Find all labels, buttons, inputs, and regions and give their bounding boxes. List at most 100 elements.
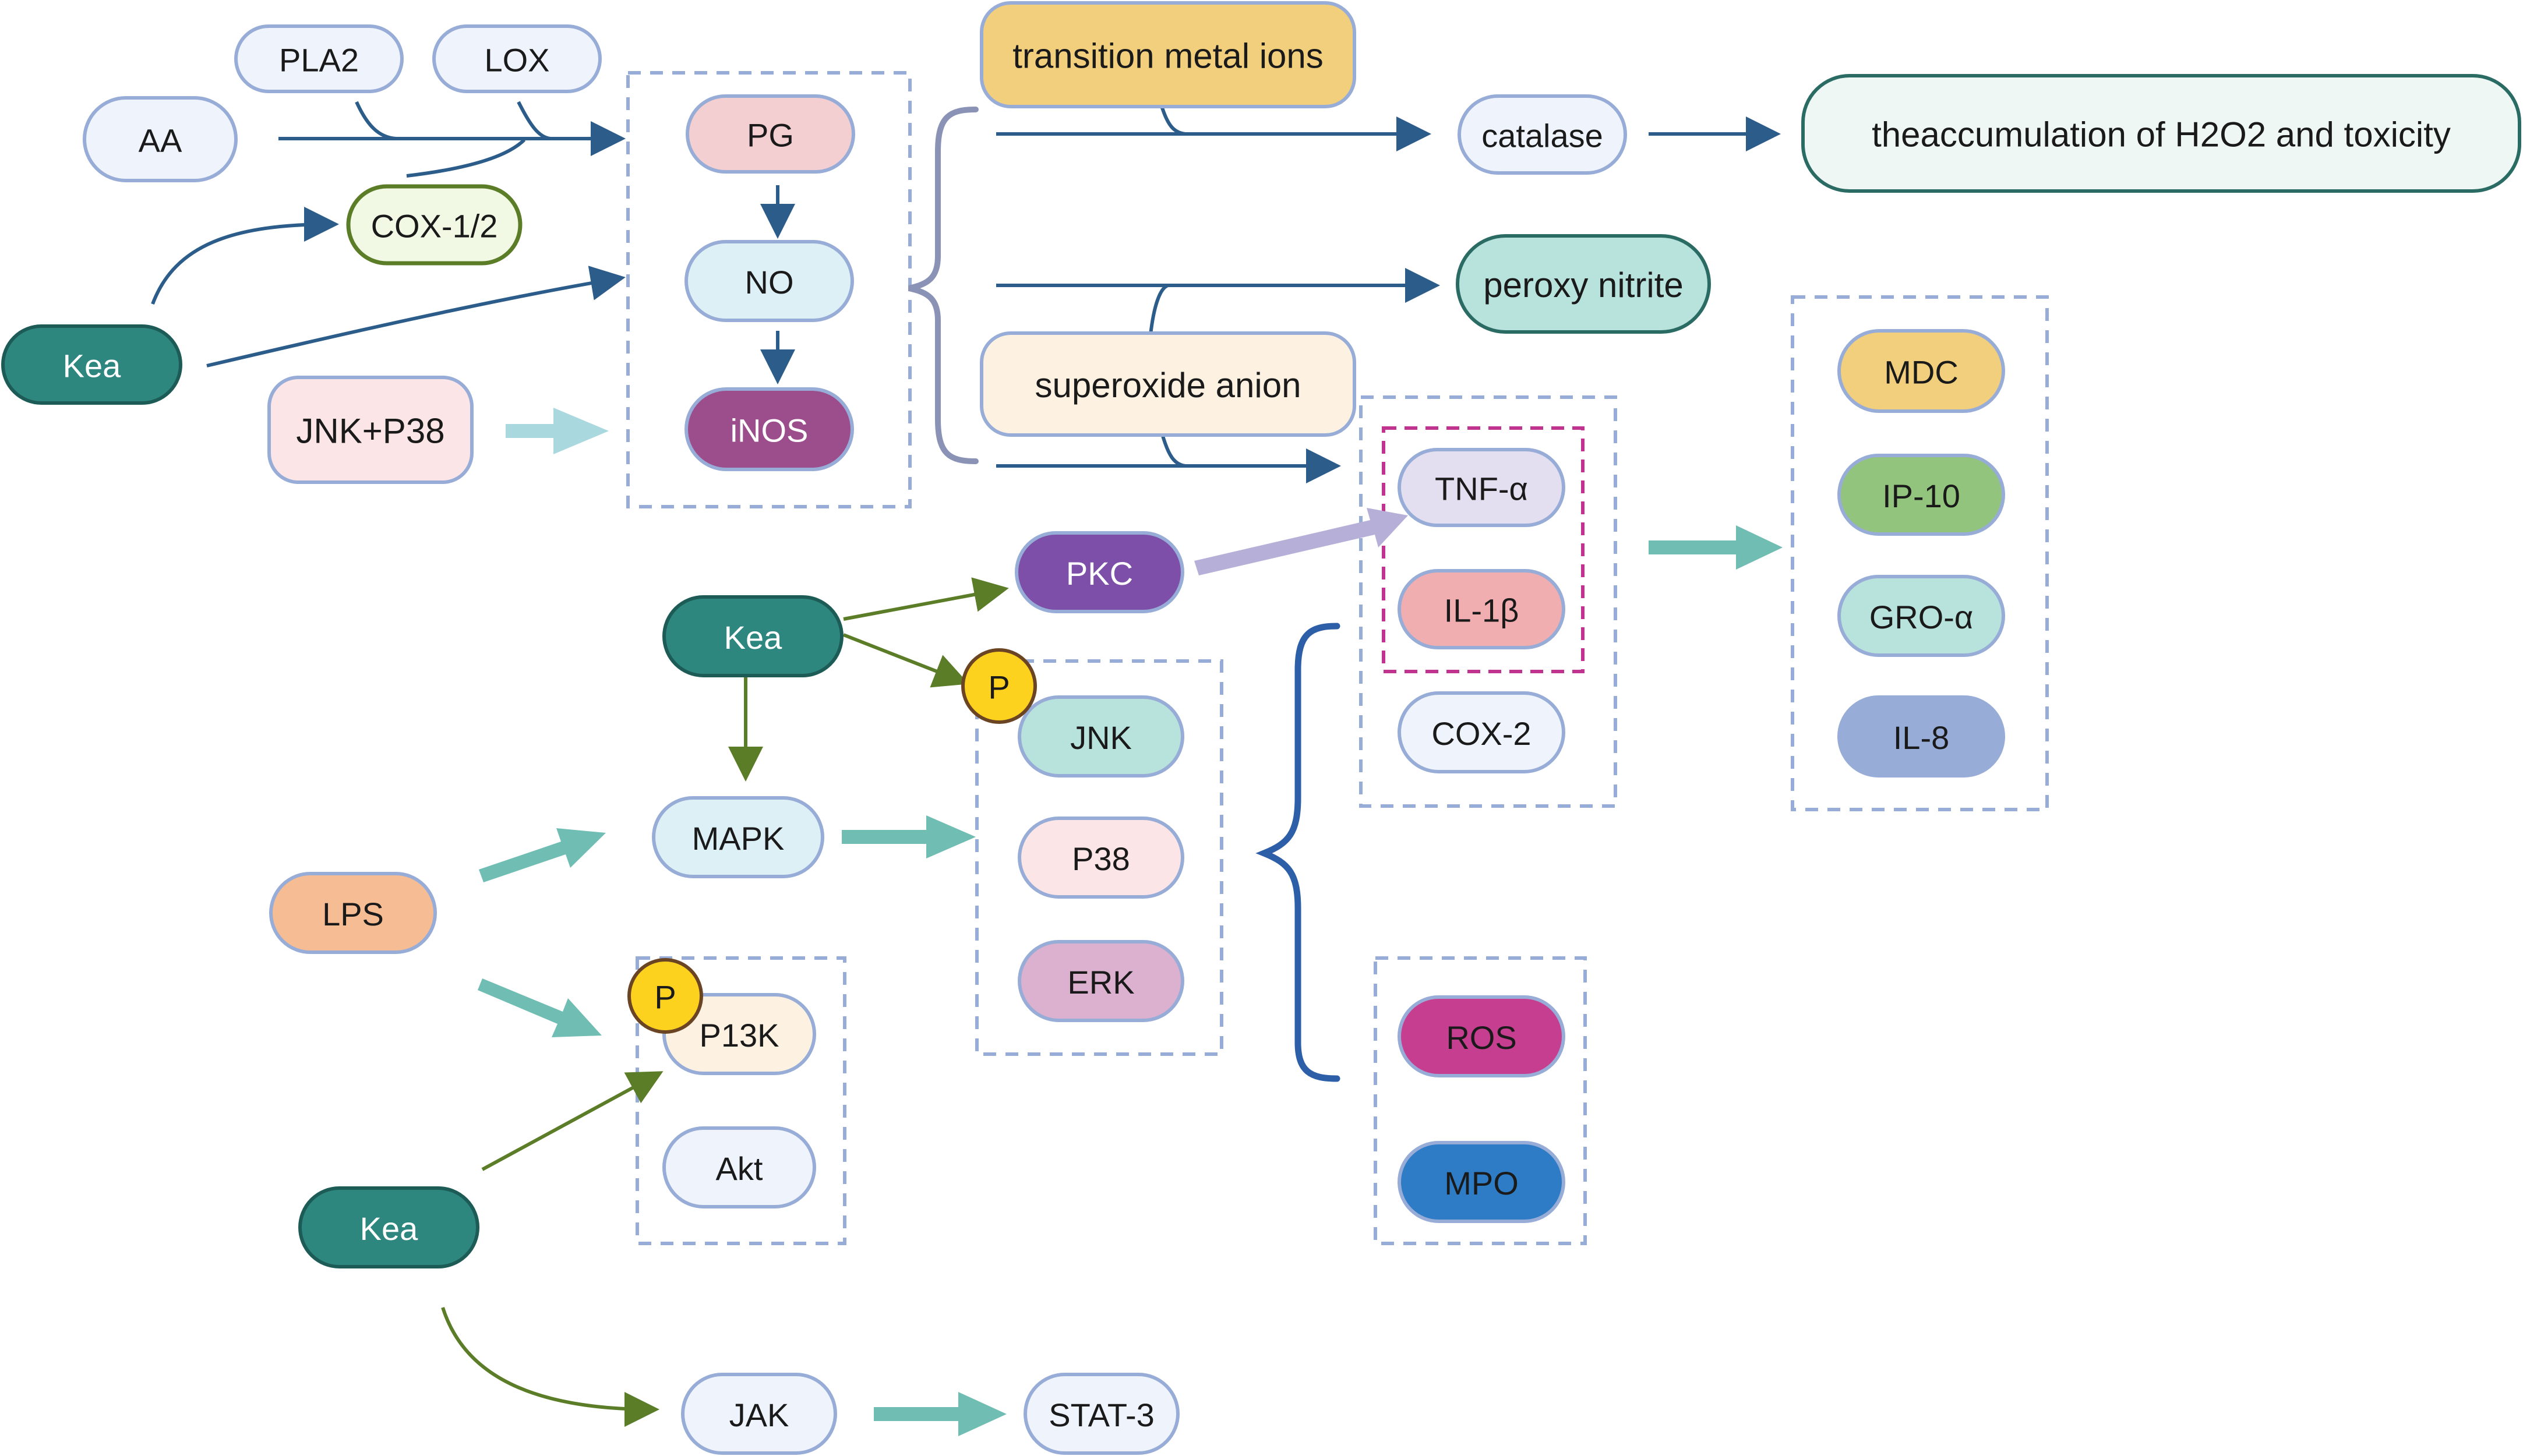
node-mdc-label: MDC (1884, 354, 1959, 391)
arrow-kea-to-no (206, 266, 626, 367)
node-h2o2: theaccumulation of H2O2 and toxicity (1801, 74, 2521, 193)
node-il8-shape (1837, 695, 2005, 778)
node-lps-label: LPS (322, 896, 384, 932)
node-tmi: transition metal ions (980, 1, 1356, 108)
node-mdc: MDC (1837, 329, 2005, 413)
group-box-chemokines (1791, 295, 2049, 811)
node-peroxy: peroxy nitrite (1456, 234, 1711, 334)
node-no: NO (684, 240, 854, 322)
node-superoxide-label: superoxide anion (1035, 366, 1301, 405)
connector-superoxide-low (1160, 433, 1186, 468)
node-jnkp38-label: JNK+P38 (296, 412, 444, 451)
node-il1b: IL-1β (1398, 569, 1565, 649)
node-inos-shape (684, 387, 854, 471)
node-erk: ERK (1018, 940, 1184, 1022)
node-groa-shape (1837, 575, 2005, 657)
node-p38-shape (1018, 817, 1184, 899)
node-jnk: JNK (1018, 695, 1184, 778)
block-arrow-to-chemokines (1649, 525, 1783, 570)
phospho-badge-jnk: P (961, 648, 1037, 724)
node-il1b-label: IL-1β (1444, 592, 1519, 629)
node-cox2-shape (1398, 691, 1565, 773)
node-ros: ROS (1398, 995, 1565, 1077)
node-pkc-label: PKC (1066, 555, 1133, 592)
group-box-tnf-il1b (1382, 426, 1585, 673)
node-ip10: IP-10 (1837, 454, 2005, 536)
node-cox2: COX-2 (1398, 691, 1565, 773)
connector-cox (406, 138, 526, 178)
node-pkc: PKC (1015, 531, 1184, 613)
connector-superoxide (1149, 284, 1169, 335)
connector-lox (517, 101, 551, 140)
node-mapk-shape (652, 796, 824, 878)
node-cox2-label: COX-2 (1431, 715, 1531, 752)
node-tmi-label: transition metal ions (1012, 37, 1324, 76)
node-cox12-shape (346, 184, 523, 266)
node-mdc-shape (1837, 329, 2005, 413)
connector-pla2 (355, 101, 397, 140)
block-arrow-lps-to-mapk (479, 828, 606, 882)
node-cox12: COX-1/2 (346, 184, 523, 266)
node-tmi-shape (980, 1, 1356, 108)
node-jnk-shape (1018, 695, 1184, 778)
node-mapk-label: MAPK (692, 820, 785, 857)
node-erk-label: ERK (1067, 964, 1134, 1001)
node-kea2: Kea (662, 595, 844, 677)
node-mpo-label: MPO (1444, 1165, 1519, 1201)
node-kea1-label: Kea (63, 348, 121, 384)
arrow-kea-to-jnk (842, 633, 969, 688)
arrow-kea-to-cox (151, 207, 339, 305)
node-pg-label: PG (747, 117, 794, 154)
node-lox: LOX (432, 24, 602, 93)
node-cox12-label: COX-1/2 (371, 208, 498, 245)
node-kea2-shape (662, 595, 844, 677)
node-p38-label: P38 (1072, 840, 1130, 877)
node-il8-label: IL-8 (1893, 719, 1950, 756)
phospho-badge-circle (627, 958, 703, 1034)
node-ip10-shape (1837, 454, 2005, 536)
arrow-kea-to-pkc (843, 577, 1009, 621)
node-kea2-label: Kea (724, 619, 782, 656)
node-kea3-label: Kea (360, 1210, 418, 1247)
node-aa-shape (83, 96, 238, 182)
node-ros-shape (1398, 995, 1565, 1077)
node-peroxy-shape (1456, 234, 1711, 334)
block-arrow-jnkp38-to-box (506, 408, 609, 454)
node-tnfa-label: TNF-α (1435, 471, 1528, 507)
node-stat3-label: STAT-3 (1049, 1397, 1155, 1433)
node-mpo: MPO (1398, 1141, 1565, 1223)
node-pg-shape (686, 94, 855, 174)
phospho-badge-label: P (988, 669, 1010, 706)
node-kea1: Kea (1, 324, 182, 405)
group-box-mapk-family (975, 659, 1223, 1056)
group-boxes (626, 71, 2049, 1245)
node-groa: GRO-α (1837, 575, 2005, 657)
node-inos-label: iNOS (731, 412, 809, 449)
node-catalase-label: catalase (1481, 118, 1603, 154)
node-p13k-label: P13K (700, 1017, 779, 1054)
node-ip10-label: IP-10 (1882, 478, 1960, 514)
node-p13k: P13K (662, 993, 816, 1075)
node-pla2-shape (234, 24, 404, 93)
node-jnkp38: JNK+P38 (267, 376, 474, 484)
node-lox-shape (432, 24, 602, 93)
node-mapk: MAPK (652, 796, 824, 878)
node-stat3-shape (1024, 1373, 1180, 1455)
phospho-badge-label: P (654, 979, 676, 1016)
node-tnfa-shape (1398, 448, 1565, 527)
block-arrow-lps-to-p13k (478, 978, 602, 1037)
node-h2o2-shape (1801, 74, 2521, 193)
node-no-shape (684, 240, 854, 322)
node-jnk-label: JNK (1070, 719, 1132, 756)
node-kea1-shape (1, 324, 182, 405)
arrow-kea-to-p13k (481, 1071, 664, 1171)
node-stat3: STAT-3 (1024, 1373, 1180, 1455)
node-jak: JAK (681, 1373, 837, 1455)
node-jnkp38-shape (267, 376, 474, 484)
node-peroxy-label: peroxy nitrite (1483, 266, 1683, 305)
node-superoxide: superoxide anion (980, 331, 1356, 437)
brace-gray (908, 107, 979, 464)
node-lox-label: LOX (484, 42, 549, 79)
node-akt-label: Akt (716, 1150, 763, 1187)
node-h2o2-label: theaccumulation of H2O2 and toxicity (1872, 115, 2451, 154)
